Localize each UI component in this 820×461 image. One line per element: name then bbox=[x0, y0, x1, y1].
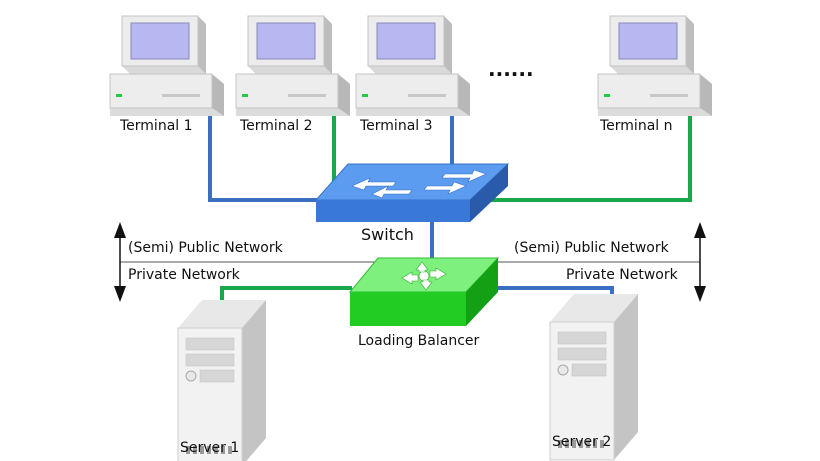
terminal-2-icon bbox=[235, 15, 351, 117]
switch-label: Switch bbox=[361, 225, 414, 244]
terminal-n-link bbox=[488, 108, 692, 202]
terminal-2-label: Terminal 2 bbox=[239, 118, 313, 134]
load-balancer-icon bbox=[348, 257, 500, 326]
right-public-network-label: (Semi) Public Network bbox=[514, 240, 670, 256]
right-private-network-label: Private Network bbox=[566, 267, 679, 283]
left-private-network-label: Private Network bbox=[128, 267, 241, 283]
load-balancer-label: Loading Balancer bbox=[358, 333, 480, 349]
server-1-link bbox=[220, 286, 352, 300]
terminal-3-label: Terminal 3 bbox=[359, 118, 433, 134]
left-boundary-arrow bbox=[114, 222, 126, 302]
terminal-n-icon bbox=[597, 15, 713, 117]
terminal-1-icon bbox=[109, 15, 225, 117]
terminal-1-label: Terminal 1 bbox=[119, 118, 193, 134]
switch-icon bbox=[314, 163, 510, 222]
server-1-icon bbox=[177, 299, 267, 461]
terminal-3-icon bbox=[355, 15, 471, 117]
terminal-n-label: Terminal n bbox=[599, 118, 673, 134]
server-2-label: Server 2 bbox=[552, 434, 611, 450]
server-1-label: Server 1 bbox=[180, 440, 239, 456]
right-boundary-arrow bbox=[694, 222, 706, 302]
left-public-network-label: (Semi) Public Network bbox=[128, 240, 284, 256]
terminal-1-link bbox=[208, 108, 318, 202]
more-terminals-ellipsis: ...... bbox=[488, 57, 534, 81]
